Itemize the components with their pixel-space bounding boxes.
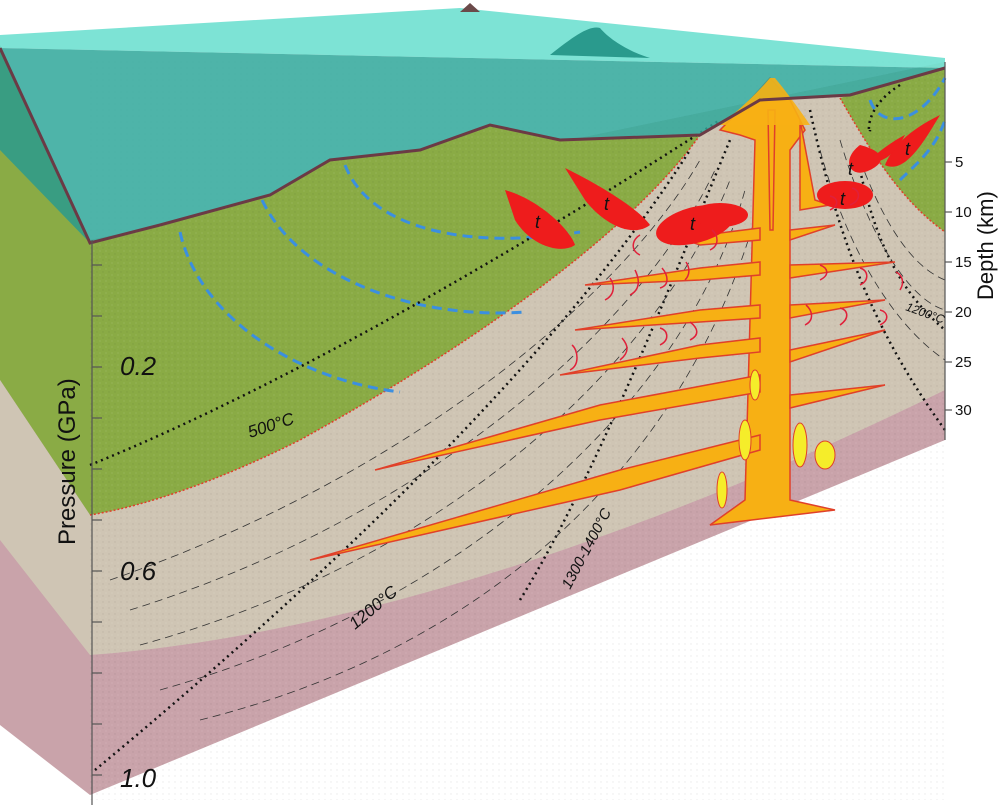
ocean-front <box>0 48 945 243</box>
depth-tick-label: 20 <box>955 304 972 321</box>
depth-axis <box>944 62 952 440</box>
seamount-far <box>460 3 480 12</box>
seafloor-line <box>0 47 946 245</box>
depth-tick-label: 15 <box>955 254 972 271</box>
depth-tick-label: 30 <box>955 402 972 419</box>
isograds <box>178 77 947 394</box>
left-face-middle <box>0 380 90 655</box>
pressure-axis-title: Pressure (GPa) <box>54 378 81 545</box>
melt-pods <box>505 115 940 249</box>
mineral-label: t <box>905 139 911 159</box>
mineral-label: t <box>535 212 541 232</box>
seamount-near <box>550 27 650 58</box>
pressure-tick-label: 1.0 <box>120 763 157 793</box>
crystal-pods <box>716 369 836 509</box>
convection-arrows <box>569 187 904 371</box>
magma-system <box>309 76 896 561</box>
mineral-label: t <box>840 189 846 209</box>
pressure-tick-label: 0.2 <box>120 351 157 381</box>
pressure-axis <box>91 240 102 805</box>
depth-axis-title: Depth (km) <box>973 191 998 300</box>
depth-tick-label: 25 <box>955 354 972 371</box>
mineral-label: t <box>690 214 696 234</box>
mineral-label: t <box>604 194 610 214</box>
mineral-label: t <box>848 159 854 179</box>
volcano <box>720 78 810 125</box>
depth-tick-label: 10 <box>955 204 972 221</box>
upper-crust-boundary-right <box>839 97 946 233</box>
pressure-tick-label: 0.6 <box>120 556 157 586</box>
depth-tick-label: 5 <box>955 154 963 171</box>
mineral-labels: t t t t t t <box>535 139 911 234</box>
